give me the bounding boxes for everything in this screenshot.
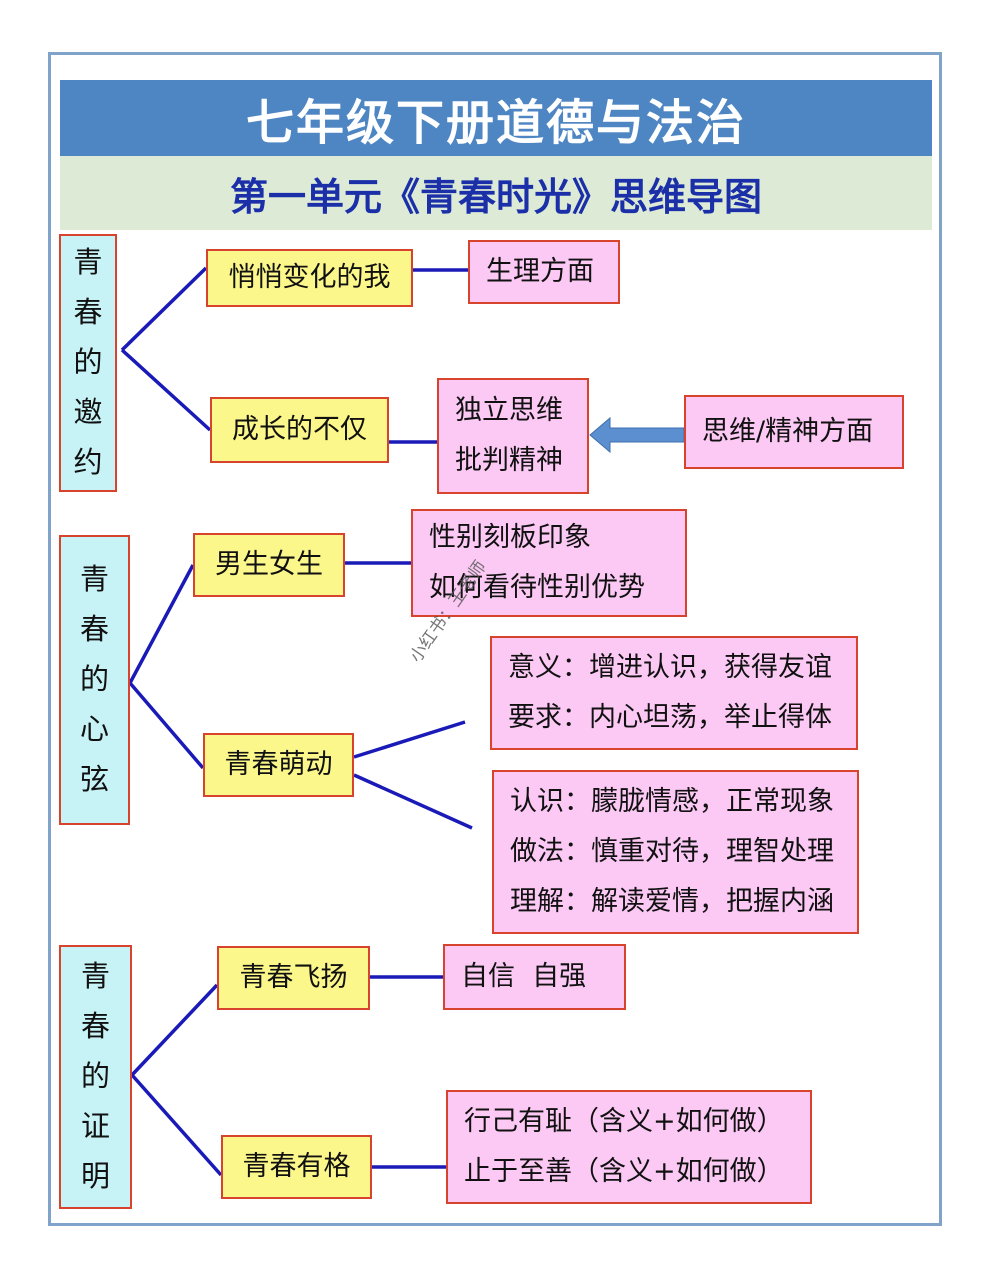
page-subtitle: 第一单元《青春时光》思维导图 xyxy=(60,156,932,230)
detail-box: 认识：朦胧情感，正常现象 做法：慎重对待，理智处理 理解：解读爱情，把握内涵 xyxy=(492,770,859,934)
unit-1-char: 春 xyxy=(73,295,103,330)
detail-line: 思维/精神方面 xyxy=(702,416,874,448)
unit-1-char: 青 xyxy=(73,245,103,280)
connector-topic4-detail-b xyxy=(353,773,473,830)
connector-unit3-topic1 xyxy=(130,983,219,1077)
unit-2-char: 心 xyxy=(79,711,109,746)
connector-unit2-topic1 xyxy=(128,564,195,684)
unit-3-char: 青 xyxy=(80,959,110,994)
detail-line: 行己有耻（含义+如何做） xyxy=(464,1106,784,1138)
topic-box: 成长的不仅 xyxy=(210,397,389,463)
detail-box: 行己有耻（含义+如何做） 止于至善（含义+如何做） xyxy=(446,1090,812,1204)
detail-line: 生理方面 xyxy=(486,256,594,288)
detail-box: 性别刻板印象 如何看待性别优势 xyxy=(411,509,687,617)
detail-box: 意义：增进认识，获得友谊 要求：内心坦荡，举止得体 xyxy=(490,636,858,750)
unit-1-box: 青 春 的 邀 约 xyxy=(59,234,117,492)
left-arrow-icon xyxy=(589,416,685,454)
unit-2-char: 青 xyxy=(79,562,109,597)
detail-box: 自信 自强 xyxy=(443,944,626,1010)
connector-unit2-topic2 xyxy=(128,681,205,770)
unit-1-char: 约 xyxy=(73,444,103,479)
detail-line: 意义：增进认识，获得友谊 xyxy=(508,652,832,684)
detail-line: 理解：解读爱情，把握内涵 xyxy=(510,885,834,917)
topic-box: 悄悄变化的我 xyxy=(206,249,413,307)
topic-box: 男生女生 xyxy=(193,533,345,597)
source-box: 思维/精神方面 xyxy=(684,395,904,469)
detail-line: 做法：慎重对待，理智处理 xyxy=(510,836,834,868)
connector-unit1-topic2 xyxy=(120,348,212,432)
topic-box: 青春萌动 xyxy=(203,733,354,797)
detail-line: 性别刻板印象 xyxy=(429,522,591,554)
unit-2-char: 弦 xyxy=(79,761,109,796)
unit-2-char: 春 xyxy=(79,612,109,647)
connector-unit1-topic1 xyxy=(120,266,208,352)
unit-2-char: 的 xyxy=(79,662,109,697)
unit-1-char: 的 xyxy=(73,345,103,380)
detail-line: 如何看待性别优势 xyxy=(429,572,645,603)
unit-3-char: 春 xyxy=(80,1009,110,1044)
connector-topic4-detail-a xyxy=(353,720,466,759)
detail-line: 独立思维 xyxy=(455,395,563,427)
detail-line: 要求：内心坦荡，举止得体 xyxy=(508,702,832,733)
detail-box: 生理方面 xyxy=(468,240,620,304)
detail-box: 独立思维 批判精神 xyxy=(437,378,589,494)
detail-line: 止于至善（含义+如何做） xyxy=(464,1156,784,1187)
detail-line: 认识：朦胧情感，正常现象 xyxy=(510,786,834,818)
unit-1-char: 邀 xyxy=(73,394,103,429)
topic-box: 青春有格 xyxy=(221,1135,372,1199)
topic-box: 青春飞扬 xyxy=(217,946,370,1010)
unit-3-char: 明 xyxy=(80,1158,110,1193)
connector-unit3-topic2 xyxy=(130,1073,223,1177)
unit-2-box: 青 春 的 心 弦 xyxy=(59,535,130,825)
unit-3-char: 证 xyxy=(80,1108,110,1143)
detail-line: 自信 自强 xyxy=(461,961,587,993)
unit-3-box: 青 春 的 证 明 xyxy=(59,945,132,1209)
detail-line: 批判精神 xyxy=(455,445,563,476)
unit-3-char: 的 xyxy=(80,1059,110,1094)
page-title: 七年级下册道德与法治 xyxy=(60,80,932,156)
